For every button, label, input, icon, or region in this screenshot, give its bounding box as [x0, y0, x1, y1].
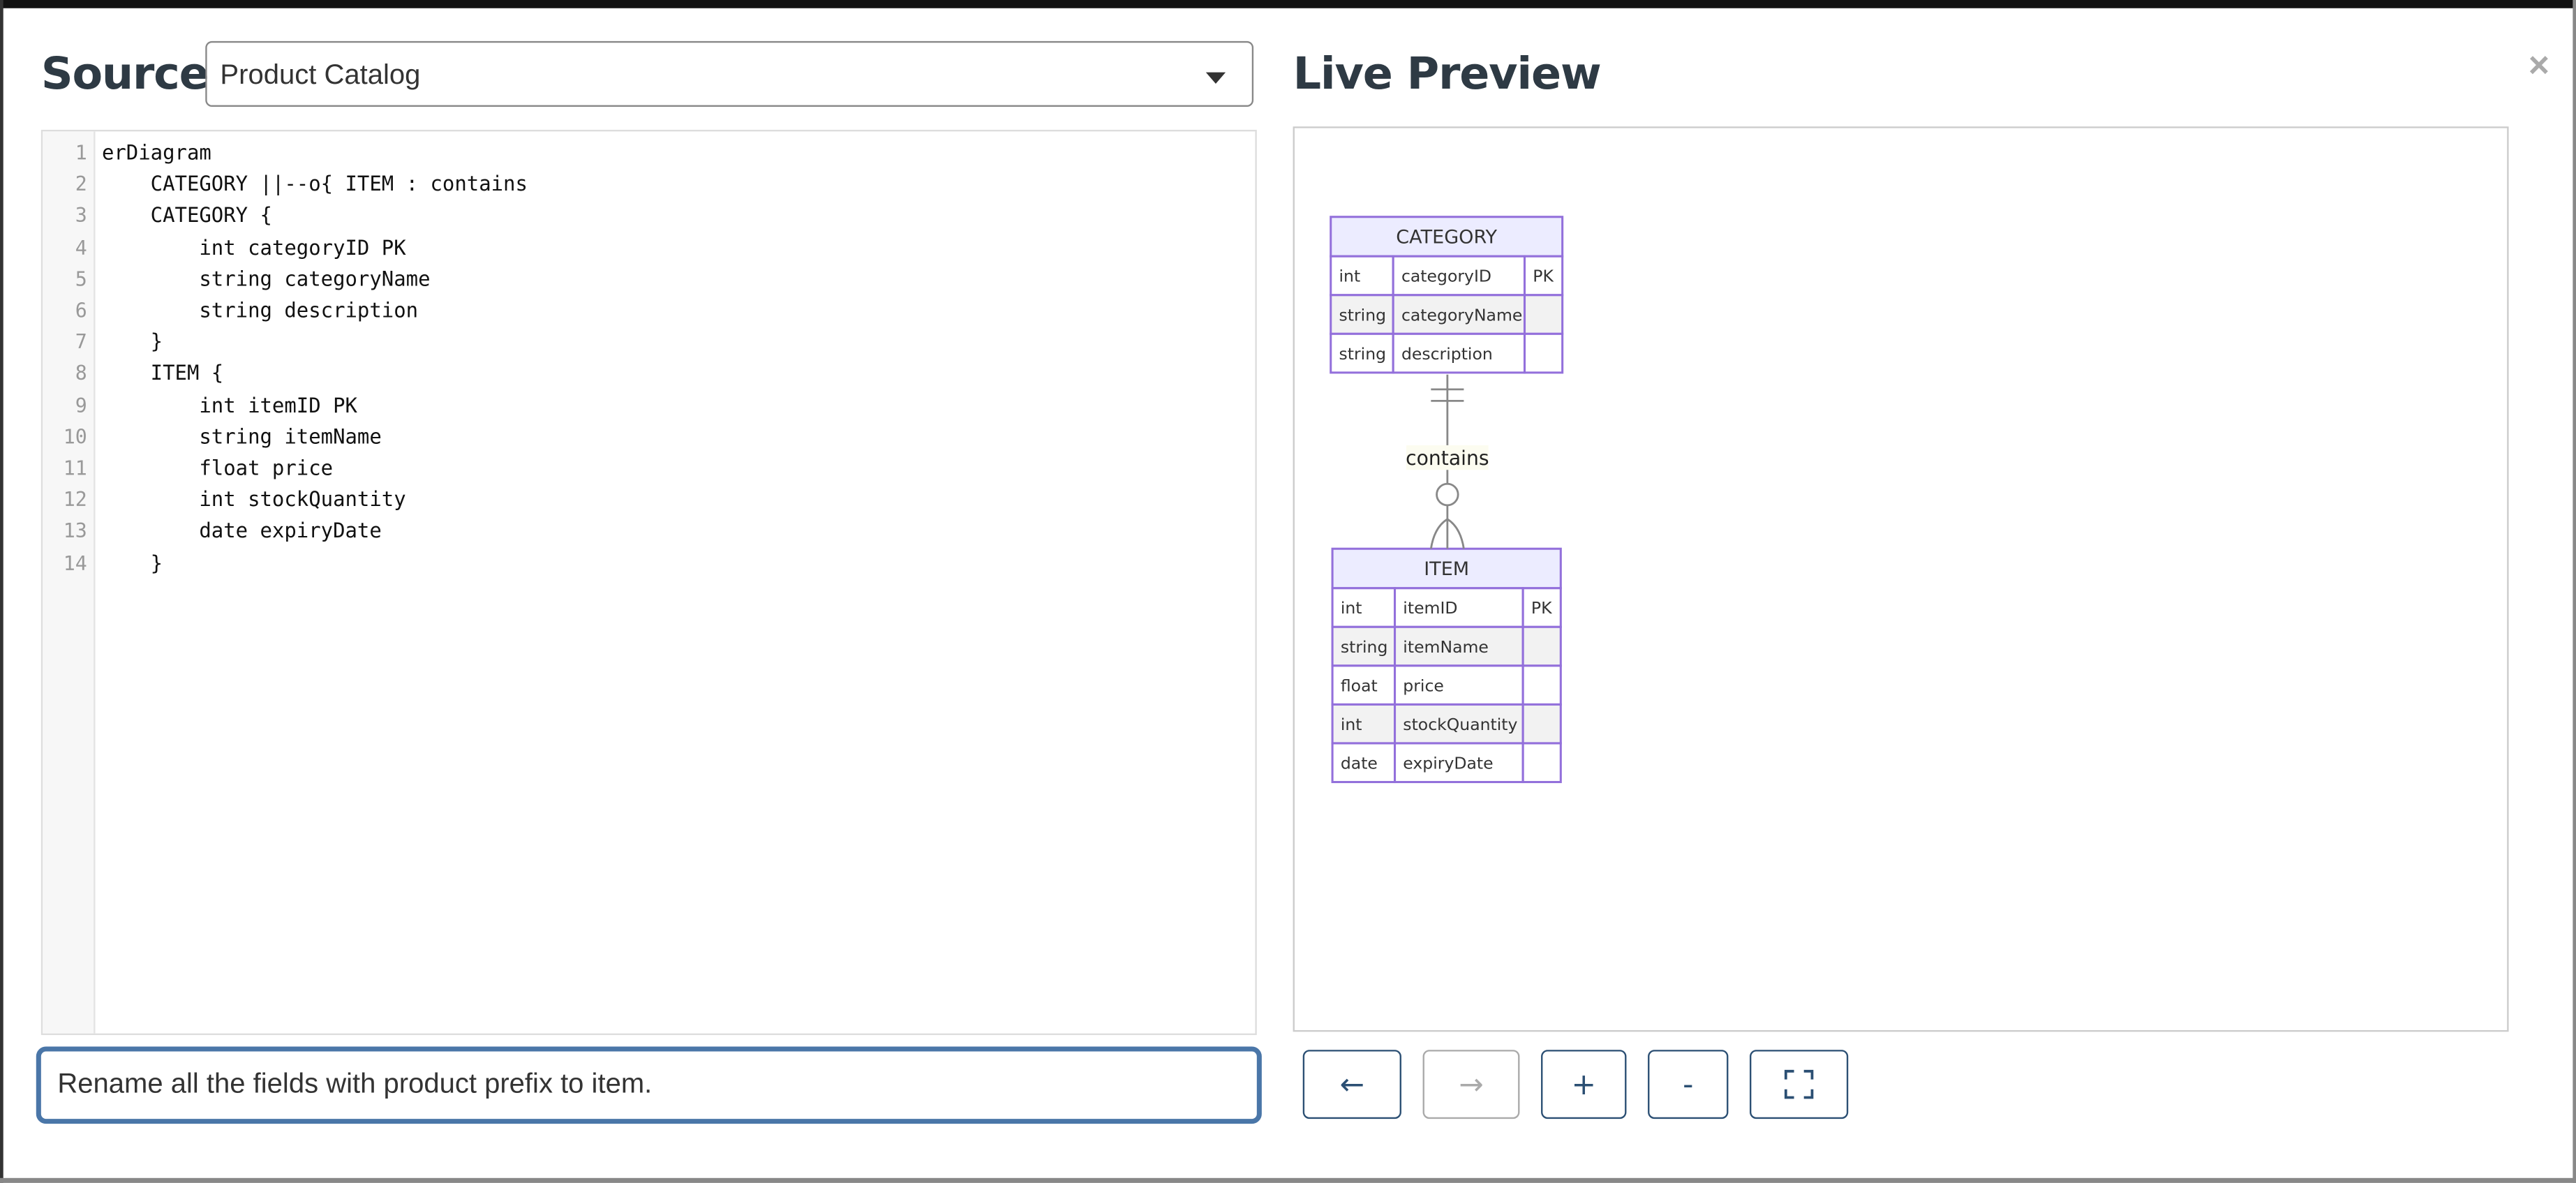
attribute-name: categoryName — [1401, 305, 1522, 325]
chevron-down-icon — [1205, 72, 1226, 84]
er-diagram: CATEGORY int categoryID PK string categoryNam… — [1330, 216, 1564, 784]
line-number: 14 — [63, 551, 87, 574]
relationship-label: contains — [1406, 447, 1489, 470]
line-number: 5 — [75, 267, 87, 291]
attribute-cell — [1523, 255, 1564, 297]
code-line: string description — [101, 299, 419, 322]
code-line: CATEGORY { — [101, 204, 272, 228]
line-number: 2 — [75, 172, 87, 196]
attribute-name: stockQuantity — [1403, 715, 1517, 734]
line-number: 8 — [75, 362, 87, 385]
preview-title: Live Preview — [1293, 49, 1602, 101]
prompt-field[interactable] — [36, 1046, 1262, 1124]
diagram-select[interactable]: Product Catalog — [205, 40, 1254, 107]
line-number: 7 — [75, 330, 87, 354]
attribute-type: date — [1341, 753, 1378, 773]
code-line: } — [101, 330, 163, 354]
attribute-key: PK — [1531, 598, 1552, 618]
attribute-cell — [1394, 742, 1524, 784]
attribute-cell — [1392, 332, 1526, 374]
fit-screen-button[interactable] — [1750, 1050, 1849, 1119]
line-number: 12 — [63, 488, 87, 512]
attribute-cell — [1521, 587, 1562, 628]
attribute-cell — [1521, 703, 1562, 745]
many-marker — [1429, 518, 1465, 549]
code-line: ITEM { — [101, 362, 224, 385]
line-number: 4 — [75, 236, 87, 259]
attribute-name: categoryID — [1401, 267, 1491, 286]
window-right-edge — [2573, 0, 2576, 1183]
code-line: string itemName — [101, 425, 382, 449]
attribute-cell — [1394, 664, 1524, 706]
relationship-label-bg — [1406, 445, 1489, 470]
entity-header — [1330, 216, 1564, 258]
attribute-type: string — [1341, 637, 1388, 657]
zoom-out-button[interactable]: - — [1648, 1050, 1729, 1119]
code-line: erDiagram — [101, 141, 211, 165]
live-preview-panel[interactable]: CATEGORY int categoryID PK string categoryNam… — [1293, 126, 2509, 1032]
attribute-cell — [1523, 332, 1564, 374]
code-line: int categoryID PK — [101, 236, 406, 259]
close-icon[interactable]: × — [2528, 44, 2550, 86]
attribute-cell — [1330, 332, 1394, 374]
entity-name: ITEM — [1424, 558, 1469, 580]
zero-marker — [1436, 482, 1459, 507]
code-line: string categoryName — [101, 267, 431, 291]
attribute-type: string — [1339, 344, 1387, 364]
code-line: } — [101, 551, 163, 574]
diagram-select-value: Product Catalog — [220, 59, 421, 91]
prompt-input[interactable] — [54, 1066, 1211, 1103]
back-button[interactable]: ← — [1302, 1050, 1401, 1119]
code-line: int stockQuantity — [101, 488, 406, 512]
window-bottom-edge — [0, 1177, 2576, 1183]
line-number: 10 — [63, 425, 87, 449]
attribute-name: price — [1403, 676, 1444, 695]
line-number: 9 — [75, 394, 87, 417]
line-number: 13 — [63, 519, 87, 543]
line-number: 11 — [63, 456, 87, 480]
line-number: 1 — [75, 141, 87, 165]
window-left-edge — [0, 0, 3, 1183]
attribute-type: string — [1339, 305, 1387, 325]
line-number: 3 — [75, 204, 87, 228]
code-line: date expiryDate — [101, 519, 382, 543]
window-top-edge — [0, 0, 2576, 8]
entity-name: CATEGORY — [1396, 226, 1497, 248]
attribute-cell — [1521, 664, 1562, 706]
attribute-type: int — [1339, 267, 1361, 286]
attribute-key: PK — [1533, 267, 1554, 286]
attribute-type: int — [1341, 598, 1362, 618]
attribute-type: int — [1341, 715, 1362, 734]
attribute-cell — [1392, 255, 1526, 297]
line-number: 6 — [75, 299, 87, 322]
zoom-in-button[interactable]: + — [1541, 1050, 1627, 1119]
attribute-cell — [1521, 742, 1562, 784]
attribute-cell — [1521, 625, 1562, 667]
attribute-cell — [1394, 587, 1524, 628]
attribute-name: expiryDate — [1403, 753, 1493, 773]
code-line: float price — [101, 456, 334, 480]
attribute-cell — [1523, 294, 1564, 335]
attribute-name: itemID — [1403, 598, 1457, 618]
code-line: CATEGORY ||--o{ ITEM : contains — [101, 172, 528, 196]
attribute-type: float — [1341, 676, 1378, 695]
attribute-name: description — [1401, 344, 1493, 364]
forward-button[interactable]: → — [1422, 1050, 1520, 1119]
code-line: int itemID PK — [101, 394, 357, 417]
source-title: Source — [40, 49, 209, 101]
fullscreen-icon — [1784, 1069, 1814, 1099]
attribute-name: itemName — [1403, 637, 1489, 657]
